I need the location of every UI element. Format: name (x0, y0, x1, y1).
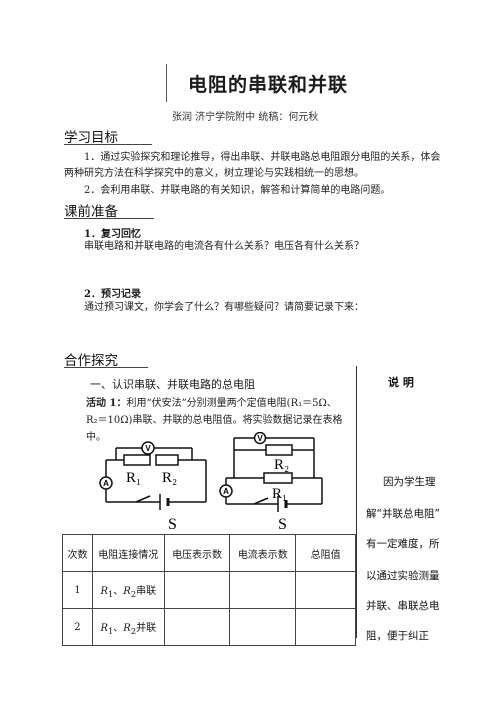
review-title: 1．复习回忆 (84, 229, 141, 240)
table-header-cell: 电压表示数 (163, 534, 231, 572)
section-heading-prep: 课前准备 (64, 204, 118, 220)
table-cell-voltage[interactable] (163, 571, 231, 609)
table-cell-index: 2 (62, 608, 93, 646)
table-row: 2 R1、R2并联 (62, 608, 356, 646)
table-row: 1 R1、R2串联 (62, 571, 356, 609)
ammeter-icon (99, 476, 113, 490)
r2-subscript: 2 (130, 588, 137, 599)
author-line: 张润 济宁学院附中 统稿：何元秋 (172, 112, 319, 123)
table-header-cell: 次数 (62, 534, 93, 572)
record-text: 通过预习课文，你学会了什么？有哪些疑问？请简要记录下来： (84, 302, 364, 313)
sidebar-line: 有一定难度，所 (366, 538, 440, 550)
r1-symbol: R (100, 585, 108, 597)
series-circuit-diagram: V A R₁ R₂ S (99, 441, 207, 532)
section-underline (64, 144, 152, 145)
r2-label: R₂ (162, 470, 177, 486)
title-divider (166, 64, 167, 102)
ammeter-icon (219, 484, 233, 498)
resistor-r1 (123, 454, 151, 466)
r2-symbol: R (123, 622, 131, 634)
activity-text: 利用“伏安法”分别测量两个定值电阻(R₁＝5Ω、R₂＝10Ω)串联、并联的总电阻… (86, 398, 343, 443)
sidebar-title: 说 明 (388, 376, 414, 389)
separator: 、 (113, 622, 124, 634)
activity-label: 活动 1： (86, 398, 127, 409)
r2-symbol: R (123, 585, 131, 597)
table-header-row: 次数 电阻连接情况 电压表示数 电流表示数 总阻值 (62, 534, 356, 572)
sidebar-line: 因为学生理 (383, 476, 436, 488)
ammeter-label: A (103, 479, 109, 488)
table-cell-voltage[interactable] (163, 608, 231, 646)
sidebar-line: 并联、串联总电 (366, 600, 440, 612)
switch-icon (135, 495, 151, 503)
review-text: 串联电路和并联电路的电流各有什么关系？电压各有什么关系？ (84, 241, 364, 252)
column-divider (356, 366, 357, 638)
table-cell-index: 1 (62, 571, 93, 609)
table-cell-resistance[interactable] (295, 608, 356, 646)
voltmeter-label: V (145, 444, 151, 453)
section-heading-goals: 学习目标 (64, 130, 118, 146)
connection-mode: 并联 (136, 622, 157, 634)
section-underline (64, 218, 154, 219)
table-header-cell: 总阻值 (295, 534, 356, 572)
voltmeter-icon (253, 432, 267, 445)
switch-icon (253, 497, 269, 505)
table-cell-current[interactable] (229, 608, 297, 646)
ammeter-label: A (223, 487, 229, 496)
table-header-cell: 电阻连接情况 (91, 534, 165, 572)
sidebar-line: 阻，便于纠正 (366, 630, 429, 642)
section-underline (64, 367, 148, 368)
resistor-r2 (265, 444, 293, 456)
r2-subscript: 2 (130, 625, 137, 636)
sidebar-line: 以通过实验测量 (366, 570, 440, 582)
table-cell-connection: R1、R2并联 (91, 608, 165, 646)
table-cell-resistance[interactable] (295, 571, 356, 609)
data-table: 次数 电阻连接情况 电压表示数 电流表示数 总阻值 1 R1、R2串联 2 R1… (62, 534, 356, 646)
table-cell-current[interactable] (229, 571, 297, 609)
r1-label: R₁ (272, 486, 287, 502)
r1-label: R₁ (126, 470, 141, 486)
subsection-title: 一、认识串联、并联电路的总电阻 (90, 378, 255, 391)
record-title: 2．预习记录 (84, 289, 141, 300)
switch-label: S (168, 516, 177, 532)
r1-subscript: 1 (107, 588, 114, 599)
activity-1: 活动 1：利用“伏安法”分别测量两个定值电阻(R₁＝5Ω、R₂＝10Ω)串联、并… (86, 395, 348, 446)
parallel-circuit-diagram: V A R₂ R₁ S (219, 432, 323, 532)
r2-label: R₂ (274, 457, 289, 473)
switch-label: S (278, 516, 287, 532)
voltmeter-label: V (257, 434, 263, 443)
page-title: 电阻的串联和并联 (188, 74, 349, 96)
goal-item-2: 2．会利用串联、并联电路的有关知识，解答和计算简单的电路问题。 (84, 185, 391, 196)
resistor-r1 (263, 472, 293, 484)
resistor-r2 (155, 454, 179, 466)
r1-subscript: 1 (107, 625, 114, 636)
sidebar-line: 解“并联总电阻” (366, 508, 440, 520)
r1-symbol: R (100, 622, 108, 634)
separator: 、 (113, 585, 124, 597)
section-heading-coop: 合作探究 (64, 353, 118, 369)
connection-mode: 串联 (136, 585, 157, 597)
table-header-cell: 电流表示数 (229, 534, 297, 572)
table-cell-connection: R1、R2串联 (91, 571, 165, 609)
voltmeter-icon (141, 441, 155, 455)
goal-item-1: 1．通过实验探究和理论推导，得出串联、并联电路总电阻跟分电阻的关系，体会两种研究… (64, 152, 441, 179)
